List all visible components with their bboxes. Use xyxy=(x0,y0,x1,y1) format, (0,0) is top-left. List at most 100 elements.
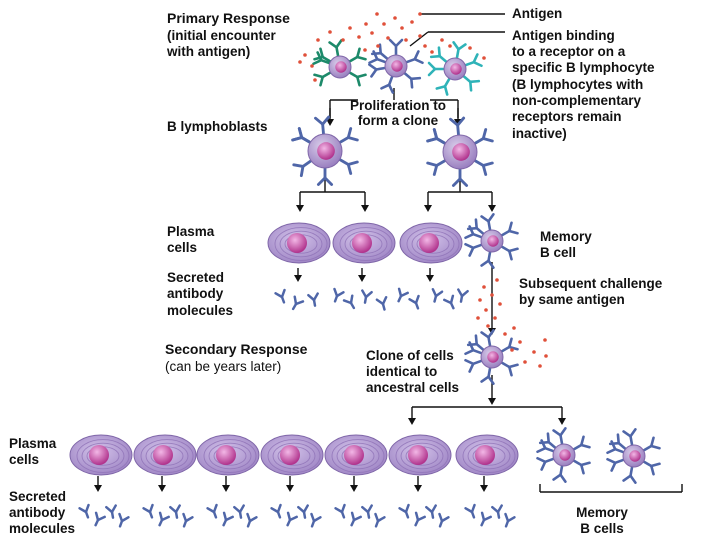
secreted-label-2: antibody xyxy=(167,286,224,301)
antigen-binding-line-6: receptors remain xyxy=(512,109,622,124)
b-lymphoblasts-label: B lymphoblasts xyxy=(167,119,268,134)
antigen-dot-icon xyxy=(538,364,542,368)
antigen-dot-icon xyxy=(418,12,422,16)
antigen-binding-line-2: to a receptor on a xyxy=(512,44,626,59)
antigen-dot-icon xyxy=(404,38,408,42)
arrow-head-icon xyxy=(426,275,434,282)
antibody-icon xyxy=(94,511,106,527)
receptor-icon xyxy=(463,53,483,68)
receptor-icon xyxy=(641,436,661,453)
antigen-dot-icon xyxy=(478,298,482,302)
antibody-icon xyxy=(398,503,410,519)
antigen-dot-icon xyxy=(386,36,390,40)
receptor-icon xyxy=(328,39,343,59)
antibody-icon xyxy=(457,288,469,303)
antibody-icon xyxy=(408,294,420,310)
antibody-icon xyxy=(274,288,286,304)
receptor-icon xyxy=(347,70,367,87)
receptor-icon xyxy=(622,464,637,484)
antibody-icon xyxy=(350,511,362,527)
antigen-dot-icon xyxy=(484,308,488,312)
antibody-icon xyxy=(342,294,356,310)
secreted-b-label-2: antibody xyxy=(9,505,66,520)
antigen-dot-icon xyxy=(298,60,302,64)
antigens-layer xyxy=(298,12,548,368)
antigen-binding-line-7: inactive) xyxy=(512,126,567,141)
plasma-cell-b-5 xyxy=(324,434,388,476)
arrow-head-icon xyxy=(414,485,422,492)
plasma-cells-label-1: Plasma xyxy=(167,224,215,239)
antigen-label: Antigen xyxy=(512,6,563,21)
arrow-head-icon xyxy=(408,418,416,425)
memory-b-cell-label-1: Memory xyxy=(540,229,592,244)
plasma-cell-b-4 xyxy=(260,434,324,476)
plasma-cell-3 xyxy=(399,222,463,264)
receptor-icon xyxy=(337,157,359,175)
antibody-icon xyxy=(142,503,154,519)
receptor-icon xyxy=(538,432,558,450)
antigen-dot-icon xyxy=(348,26,352,30)
clone-line-2: identical to xyxy=(366,364,438,379)
receptor-icon xyxy=(313,70,333,87)
plasma-cell-b-3 xyxy=(196,434,260,476)
antigen-dot-icon xyxy=(400,26,404,30)
antibody-icon xyxy=(307,292,319,307)
antibody-icon xyxy=(374,512,386,528)
receptor-icon xyxy=(426,158,448,176)
antigen-dot-icon xyxy=(313,78,317,82)
antibody-icon xyxy=(105,504,117,519)
binding-pointer-line xyxy=(409,31,429,47)
secondary-response-title: Secondary Response xyxy=(165,341,308,357)
receptor-icon xyxy=(480,329,495,349)
antigen-dot-icon xyxy=(482,56,486,60)
plasma-cell-b-2 xyxy=(133,434,197,476)
antibody-icon xyxy=(333,287,345,303)
antigen-dot-icon xyxy=(418,34,422,38)
clone-line-3: ancestral cells xyxy=(366,380,460,395)
antigen-dot-icon xyxy=(423,44,427,48)
antigen-dot-icon xyxy=(512,326,516,330)
receptor-icon xyxy=(426,128,448,146)
receptor-icon xyxy=(312,51,332,66)
receptor-icon xyxy=(464,358,484,373)
antigen-binding-line-3: specific B lymphocyte xyxy=(512,60,655,75)
arrow-head-icon xyxy=(294,275,302,282)
antigen-dot-icon xyxy=(544,354,548,358)
antibody-icon xyxy=(504,512,516,528)
b-lymphoblast-left xyxy=(291,115,359,186)
receptor-icon xyxy=(464,242,484,257)
antigen-dot-icon xyxy=(543,338,547,342)
subsequent-challenge-line-1: Subsequent challenge xyxy=(519,276,663,291)
arrow-head-icon xyxy=(358,275,366,282)
antibody-icon xyxy=(206,503,218,519)
receptor-icon xyxy=(316,165,334,186)
arrow-head-icon xyxy=(424,205,432,212)
antibody-icon xyxy=(414,511,426,527)
antibody-icon xyxy=(291,295,305,311)
antibody-icon xyxy=(78,503,90,519)
receptor-icon xyxy=(466,334,486,352)
receptor-icon xyxy=(451,166,469,187)
receptor-icon xyxy=(472,158,494,176)
receptor-icon xyxy=(499,360,519,377)
antigen-dot-icon xyxy=(493,316,497,320)
antibody-icon xyxy=(270,503,282,519)
antibody-icon xyxy=(361,289,373,304)
antigen-binding-line-4: (B lymphocytes with xyxy=(512,77,644,92)
plasma-cell-b-6 xyxy=(388,434,452,476)
clone-line-1: Clone of cells xyxy=(366,348,454,363)
memory-b-cell xyxy=(464,213,519,269)
plasma-cell-b-7 xyxy=(455,434,519,476)
antigen-dot-icon xyxy=(328,30,332,34)
antigen-dot-icon xyxy=(532,350,536,354)
antigen-dot-icon xyxy=(518,340,522,344)
primary-response-sub-1: (initial encounter xyxy=(167,28,276,43)
arrow-head-icon xyxy=(558,418,566,425)
arrow-head-icon xyxy=(296,205,304,212)
receptor-icon xyxy=(571,435,591,452)
receptor-icon xyxy=(347,47,367,64)
antibody-icon xyxy=(246,512,258,528)
secreted-label-3: molecules xyxy=(167,303,234,318)
receptor-icon xyxy=(449,116,466,138)
